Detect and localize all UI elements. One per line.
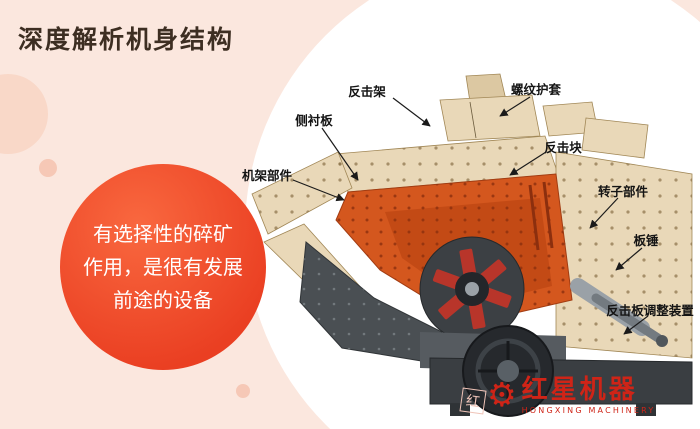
leader-line <box>392 97 431 127</box>
leader-lines <box>292 96 649 335</box>
label-blow-bar: 板锤 <box>633 233 659 248</box>
label-rotor-component: 转子部件 <box>597 184 649 199</box>
leader-line <box>292 179 345 202</box>
adjusting-cylinder <box>570 278 668 347</box>
leader-line <box>589 197 619 229</box>
leader-line <box>615 247 643 271</box>
machine-housing <box>251 73 693 359</box>
page-title: 深度解析机身结构 <box>18 25 235 54</box>
label-impact-block: 反击块 <box>544 140 582 155</box>
promo-circle: 有选择性的碎矿 作用，是很有发展 前途的设备 <box>60 164 266 370</box>
label-impact-plate-adjuster: 反击板调整装置 <box>606 303 694 318</box>
promo-line: 前途的设备 <box>113 287 213 312</box>
gear-icon: ⚙ <box>487 375 517 414</box>
leader-line <box>509 151 547 176</box>
brand-name: 红星机器 <box>521 375 638 405</box>
leader-line <box>623 315 649 335</box>
brand-logo: ⚙ 红星机器 HONGXING MACHINERY <box>487 375 655 415</box>
rotor <box>419 236 525 342</box>
leader-line <box>321 127 359 181</box>
leader-line <box>499 96 531 117</box>
flywheel <box>462 325 554 417</box>
decorative-circle <box>39 159 57 177</box>
brand-stamp: 红 <box>459 387 487 415</box>
label-impact-frame: 反击架 <box>348 84 386 99</box>
label-threaded-sleeve: 螺纹护套 <box>510 82 562 97</box>
label-side-liner: 侧衬板 <box>295 113 333 128</box>
promo-text: 有选择性的碎矿 作用，是很有发展 前途的设备 <box>83 218 243 317</box>
brand-text-wrap: 红星机器 HONGXING MACHINERY <box>522 375 656 415</box>
brand-subtitle: HONGXING MACHINERY <box>521 406 656 415</box>
promo-line: 作用，是很有发展 <box>83 254 243 279</box>
promo-line: 有选择性的碎矿 <box>93 221 233 246</box>
lower-frame-block <box>299 241 443 365</box>
decorative-circle <box>236 384 250 398</box>
label-frame-component: 机架部件 <box>241 168 293 183</box>
